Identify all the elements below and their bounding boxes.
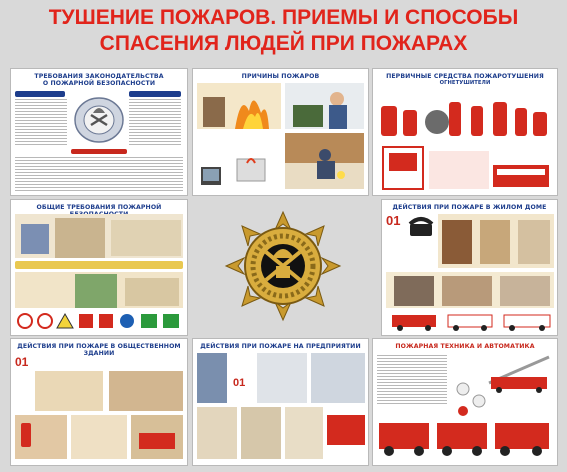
panel-public-phone-number: 01: [15, 355, 29, 369]
emblem-small-icon: [74, 97, 124, 143]
smoking-scene-icon: [285, 83, 364, 129]
evacuation-scene-icon: [15, 272, 183, 308]
panel-home-phone-number: 01: [386, 213, 401, 228]
panel-requirements-title-1: ТРЕБОВАНИЯ ЗАКОНОДАТЕЛЬСТВА: [34, 73, 164, 80]
panel-home-title: ДЕЙСТВИЯ ПРИ ПОЖАРЕ В ЖИЛОМ ДОМЕ: [392, 204, 547, 211]
appliances-icon: [197, 133, 281, 189]
panel-primary-means: ПЕРВИЧНЫЕ СРЕДСТВА ПОЖАРОТУШЕНИЯ ОГНЕТУШ…: [372, 68, 558, 196]
panel-equipment: ПОЖАРНАЯ ТЕХНИКА И АВТОМАТИКА: [372, 338, 558, 466]
panel-enterprise-title: ДЕЙСТВИЯ ПРИ ПОЖАРЕ НА ПРЕДПРИЯТИИ: [200, 343, 361, 350]
rescue-scenes-icon: [386, 272, 554, 308]
fire-stand-icon: [382, 146, 549, 190]
corridor-scene-icon: [15, 214, 183, 258]
fire-trucks-icon: [392, 314, 551, 331]
panel-home: ДЕЙСТВИЯ ПРИ ПОЖАРЕ В ЖИЛОМ ДОМЕ 01: [381, 199, 558, 336]
home-scenes-icon: [438, 214, 554, 268]
panel-public: ДЕЙСТВИЯ ПРИ ПОЖАРЕ В ОБЩЕСТВЕННОМ ЗДАНИ…: [10, 338, 188, 466]
telephone-icon: [408, 217, 434, 236]
poster-title-line-1: ТУШЕНИЕ ПОЖАРОВ. ПРИЕМЫ И СПОСОБЫ: [48, 6, 519, 29]
fire-scene-icon: [197, 83, 281, 129]
panel-requirements-title-2: О ПОЖАРНОЙ БЕЗОПАСНОСТИ: [42, 80, 156, 87]
welding-scene-icon: [285, 133, 364, 189]
panel-equipment-title: ПОЖАРНАЯ ТЕХНИКА И АВТОМАТИКА: [395, 343, 535, 350]
public-scenes-icon: [15, 371, 183, 459]
panel-public-title: ДЕЙСТВИЯ ПРИ ПОЖАРЕ В ОБЩЕСТВЕННОМ ЗДАНИ…: [17, 343, 181, 357]
panel-enterprise: ДЕЙСТВИЯ ПРИ ПОЖАРЕ НА ПРЕДПРИЯТИИ 01: [192, 338, 369, 466]
panel-causes: ПРИЧИНЫ ПОЖАРОВ: [192, 68, 369, 196]
fire-trucks-row-icon: [379, 423, 549, 456]
panel-primary-means-title: ПЕРВИЧНЫЕ СРЕДСТВА ПОЖАРОТУШЕНИЯ: [386, 73, 544, 80]
enterprise-scenes-icon: [197, 353, 365, 459]
panel-enterprise-phone-number: 01: [233, 377, 246, 389]
safety-signs-icon: [17, 312, 179, 329]
poster-title-line-2: СПАСЕНИЯ ЛЮДЕЙ ПРИ ПОЖАРАХ: [99, 32, 468, 55]
panel-primary-means-subtitle: ОГНЕТУШИТЕЛИ: [439, 80, 491, 86]
panel-causes-title: ПРИЧИНЫ ПОЖАРОВ: [241, 73, 320, 80]
panel-requirements: ТРЕБОВАНИЯ ЗАКОНОДАТЕЛЬСТВА О ПОЖАРНОЙ Б…: [10, 68, 188, 196]
fire-extinguishers-icon: [381, 102, 547, 136]
panel-general: ОБЩИЕ ТРЕБОВАНИЯ ПОЖАРНОЙ БЕЗОПАСНОСТИ: [10, 199, 188, 336]
fire-engine-ladder-icon: [488, 355, 550, 393]
fire-detectors-icon: [456, 382, 486, 416]
fire-service-emblem-icon: [224, 210, 342, 322]
